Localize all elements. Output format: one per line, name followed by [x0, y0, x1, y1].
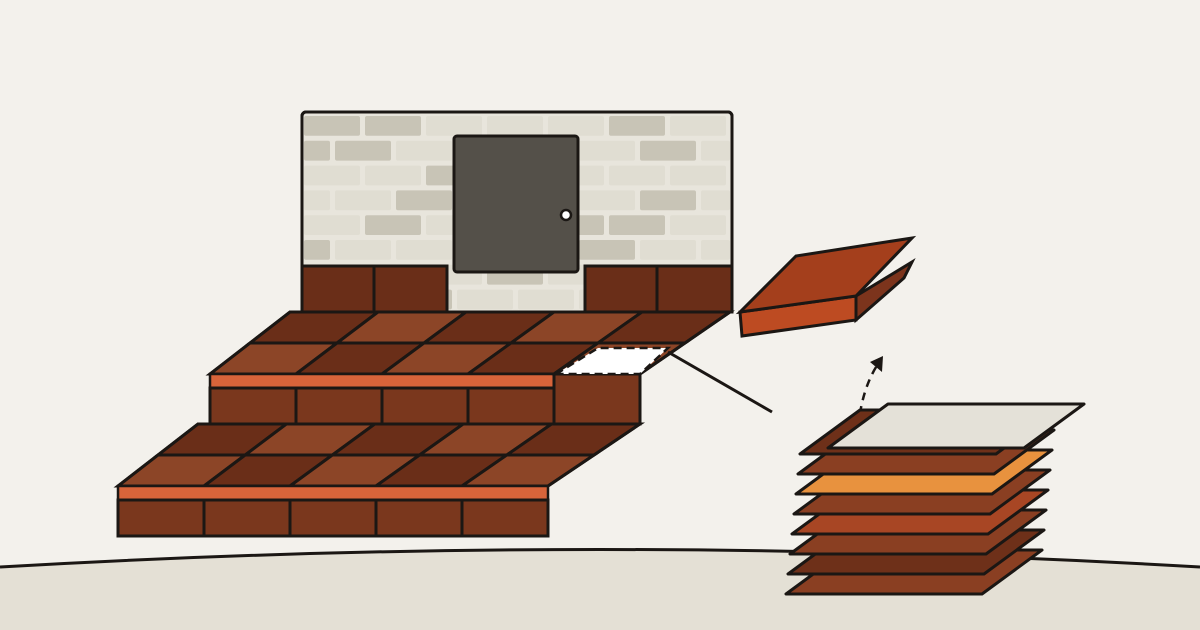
- wall-brick: [304, 116, 360, 136]
- side-bricks-left: [300, 264, 449, 314]
- wall-brick: [609, 215, 665, 235]
- riser-brick: [380, 386, 470, 426]
- wall-brick: [396, 140, 452, 161]
- lower-step: [113, 422, 645, 538]
- wall-brick: [304, 140, 330, 161]
- wall-brick: [579, 190, 635, 211]
- stack-top-layer: [826, 402, 1086, 450]
- riser-brick: [202, 498, 292, 538]
- wall-brick: [457, 289, 513, 310]
- wall-brick: [335, 190, 391, 211]
- wall-brick: [640, 140, 696, 161]
- riser-brick: [288, 498, 378, 538]
- wall-brick: [579, 140, 635, 161]
- wall-brick: [548, 116, 604, 136]
- upper-step: [205, 310, 773, 426]
- wall-brick: [609, 116, 665, 136]
- wall-brick: [701, 190, 730, 211]
- wall-brick: [640, 190, 696, 211]
- door-icon: [452, 134, 580, 274]
- wall-brick: [701, 240, 730, 260]
- pointer-line: [667, 350, 773, 414]
- wall-brick: [304, 215, 360, 235]
- riser-brick: [208, 386, 298, 426]
- wall-brick: [670, 116, 726, 136]
- wall-brick: [670, 165, 726, 186]
- riser-brick: [460, 498, 550, 538]
- wall-brick: [365, 215, 421, 235]
- loose-tile-icon: [735, 235, 917, 338]
- wall-brick: [335, 140, 391, 161]
- wall-brick: [518, 289, 574, 310]
- wall-brick: [487, 116, 543, 136]
- wall-brick: [304, 165, 360, 186]
- tile-stack-icon: [784, 402, 1086, 596]
- upper-step-front: [208, 386, 556, 426]
- wall-brick: [609, 165, 665, 186]
- riser-brick: [116, 498, 206, 538]
- wall-brick: [304, 190, 330, 211]
- upper-step-tiles: [205, 310, 735, 376]
- wall-brick: [365, 165, 421, 186]
- wall-brick: [579, 240, 635, 260]
- wall-brick: [426, 116, 482, 136]
- lower-step-front: [116, 498, 550, 538]
- wall-brick: [701, 140, 730, 161]
- wall-brick: [335, 240, 391, 260]
- wall-brick: [365, 116, 421, 136]
- wall-brick: [396, 190, 452, 211]
- wall-brick: [396, 240, 452, 260]
- missing-tile-outline: [551, 346, 672, 376]
- riser-brick: [466, 386, 556, 426]
- wall-brick: [670, 215, 726, 235]
- side-bricks-right: [583, 264, 734, 314]
- riser-brick: [374, 498, 464, 538]
- riser-brick: [294, 386, 384, 426]
- wall-brick: [640, 240, 696, 260]
- wall-brick: [304, 240, 330, 260]
